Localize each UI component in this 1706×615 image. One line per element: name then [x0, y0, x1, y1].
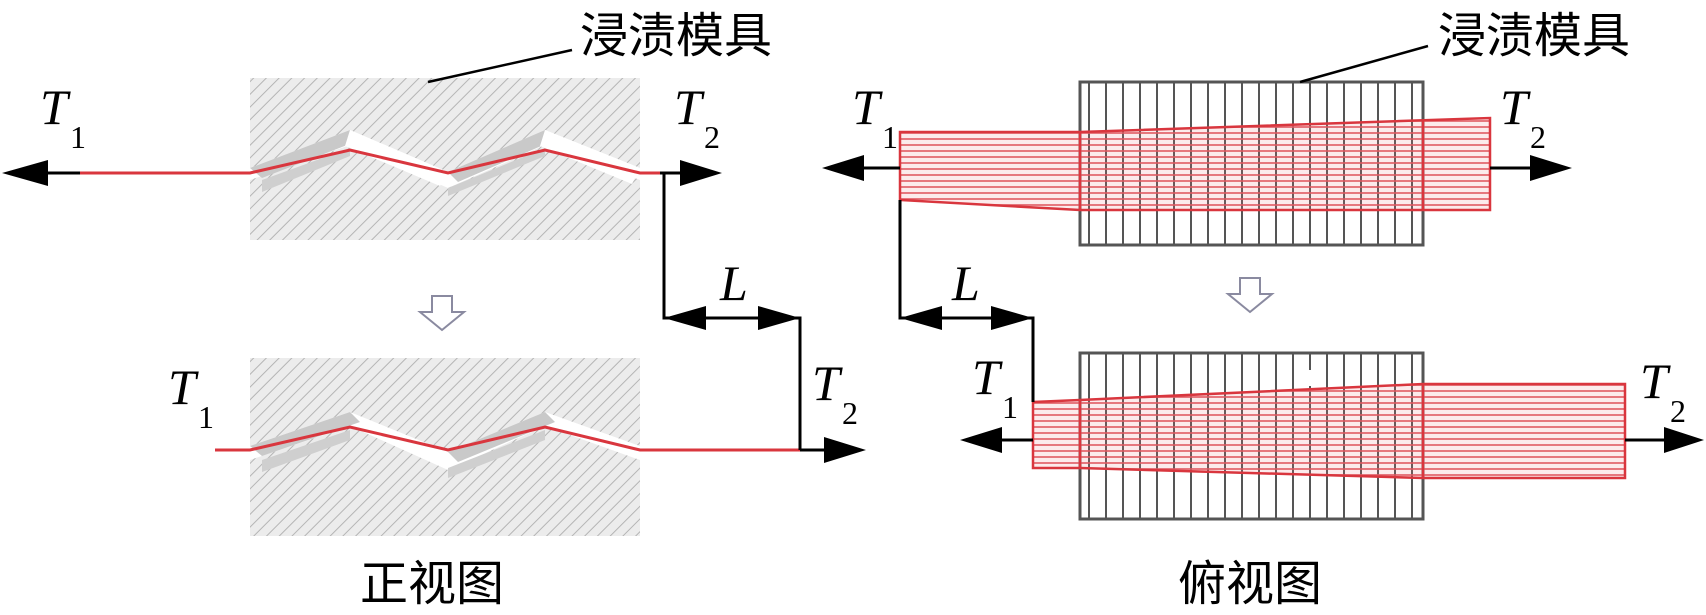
front-fiber-top [80, 148, 660, 175]
front-die-leader [427, 48, 573, 84]
top-t1-label-bottom: T [972, 349, 1003, 405]
top-die-leader [1299, 44, 1429, 84]
front-t2-sub-top: 2 [704, 119, 720, 155]
front-t2-label-top: T [674, 79, 705, 135]
top-length-label: L [951, 255, 980, 311]
front-view-panel [2, 78, 866, 536]
top-t2-arrow-top [1530, 155, 1572, 181]
front-t2-label-bottom: T [812, 355, 843, 411]
front-t2-sub-bottom: 2 [842, 395, 858, 431]
top-length-dimension [898, 200, 1035, 402]
top-t2-label-bottom: T [1640, 353, 1671, 409]
front-t2-arrow-bottom [824, 437, 866, 463]
die-label-left: 浸渍模具 [580, 8, 772, 64]
front-t1-label-bottom: T [168, 359, 199, 415]
front-die-bottom [250, 358, 640, 536]
front-view-caption: 正视图 [360, 556, 504, 612]
top-view-panel [822, 80, 1704, 521]
top-down-arrow [1225, 277, 1275, 314]
front-t1-sub-top: 1 [70, 119, 86, 155]
top-fiber-band-top [898, 116, 1492, 212]
die-label-right: 浸渍模具 [1438, 8, 1630, 64]
top-t2-sub-top: 2 [1530, 119, 1546, 155]
top-t2-sub-bottom: 2 [1670, 393, 1686, 429]
front-fiber-bottom [215, 425, 800, 452]
top-t1-label-top: T [852, 79, 883, 135]
top-t1-sub-bottom: 1 [1002, 389, 1018, 425]
front-t1-label-top: T [40, 79, 71, 135]
top-t2-label-top: T [1500, 79, 1531, 135]
top-t2-arrow-bottom [1664, 427, 1704, 453]
front-t1-sub-bottom: 1 [198, 399, 214, 435]
top-t1-arrow-top [822, 155, 864, 181]
top-view-caption: 俯视图 [1178, 556, 1322, 612]
top-fiber-band-bottom [1031, 382, 1627, 480]
top-t1-sub-top: 1 [882, 119, 898, 155]
front-length-label: L [719, 255, 748, 311]
top-t1-arrow-bottom [960, 427, 1002, 453]
front-length-dimension [662, 173, 802, 450]
front-down-arrow [417, 295, 467, 332]
